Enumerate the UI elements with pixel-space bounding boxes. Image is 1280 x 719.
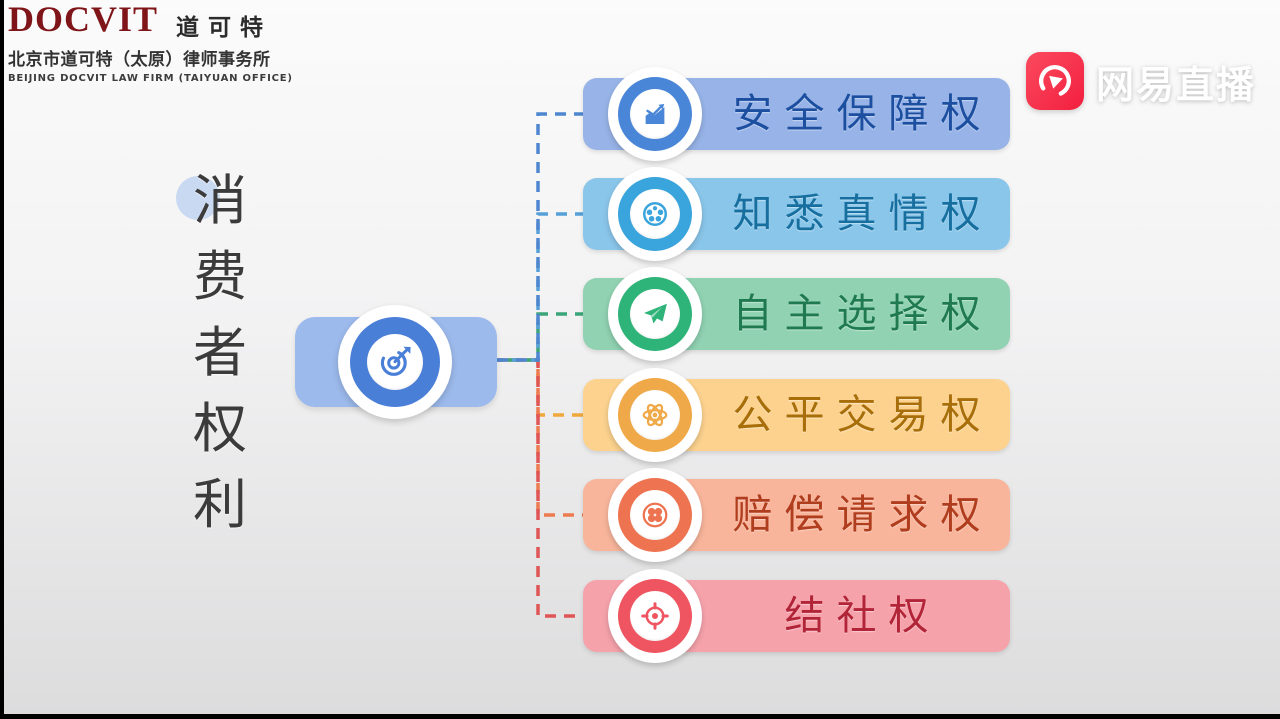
logo-brand-text: DOCVIT xyxy=(8,0,159,39)
branch-item: 赔偿请求权 xyxy=(583,468,1010,562)
branch-item: 安全保障权 xyxy=(583,67,1010,161)
crosshair-target-icon xyxy=(641,602,669,630)
dart-target-icon xyxy=(380,346,411,376)
root-node xyxy=(295,305,497,419)
root-node-badge xyxy=(338,305,452,419)
branch-item: 公平交易权 xyxy=(583,368,1010,462)
branch-badge xyxy=(608,67,702,161)
branch-item: 自主选择权 xyxy=(583,267,1010,361)
title-accent-circle xyxy=(176,176,220,220)
branch-badge xyxy=(608,569,702,663)
logo-firm-name-en: BEIJING DOCVIT LAW FIRM (TAIYUAN OFFICE) xyxy=(8,73,293,84)
title-char: 者 xyxy=(193,323,247,383)
branch-item: 结社权 xyxy=(583,569,1010,663)
connector-branch-4 xyxy=(497,358,583,417)
logo-brand-cn: 道可特 xyxy=(176,15,273,41)
branch-badge xyxy=(608,267,702,361)
connector-branch-6 xyxy=(497,358,583,618)
page-title: 消 费 者 权 利 xyxy=(193,174,247,532)
growth-chart-icon xyxy=(645,104,665,124)
title-char: 费 xyxy=(193,247,247,307)
branch-label: 自主选择权 xyxy=(732,291,993,336)
branch-badge xyxy=(608,167,702,261)
play-circle-icon xyxy=(1026,52,1084,110)
title-char: 权 xyxy=(193,399,247,459)
docvit-logo: DOCVIT 道可特 北京市道可特（太原）律师事务所 BEIJING DOCVI… xyxy=(8,0,293,84)
netease-live-watermark: 网易直播 xyxy=(1026,52,1256,110)
atom-icon xyxy=(642,403,668,427)
netease-live-label: 网易直播 xyxy=(1096,62,1257,107)
letterbox-left xyxy=(0,0,4,719)
branch-item: 知悉真情权 xyxy=(583,167,1010,261)
branch-badge xyxy=(608,368,702,462)
branch-badge xyxy=(608,468,702,562)
branch-label: 知悉真情权 xyxy=(732,191,993,236)
branch-label: 结社权 xyxy=(784,593,941,638)
connector-branch-5 xyxy=(497,358,583,517)
connector-branch-3 xyxy=(497,312,583,362)
clover-icon xyxy=(642,502,668,528)
film-reel-icon xyxy=(642,201,668,227)
branch-label: 安全保障权 xyxy=(732,91,993,136)
branch-label: 赔偿请求权 xyxy=(732,492,993,537)
branch-label: 公平交易权 xyxy=(732,392,993,437)
logo-firm-name-cn: 北京市道可特（太原）律师事务所 xyxy=(8,50,271,70)
letterbox-bottom xyxy=(0,714,1280,719)
title-char: 消 xyxy=(193,171,247,231)
connector-branch-2 xyxy=(497,212,583,362)
title-char: 利 xyxy=(193,475,247,535)
connector-branch-1 xyxy=(497,112,583,362)
paper-plane-icon xyxy=(644,303,667,324)
